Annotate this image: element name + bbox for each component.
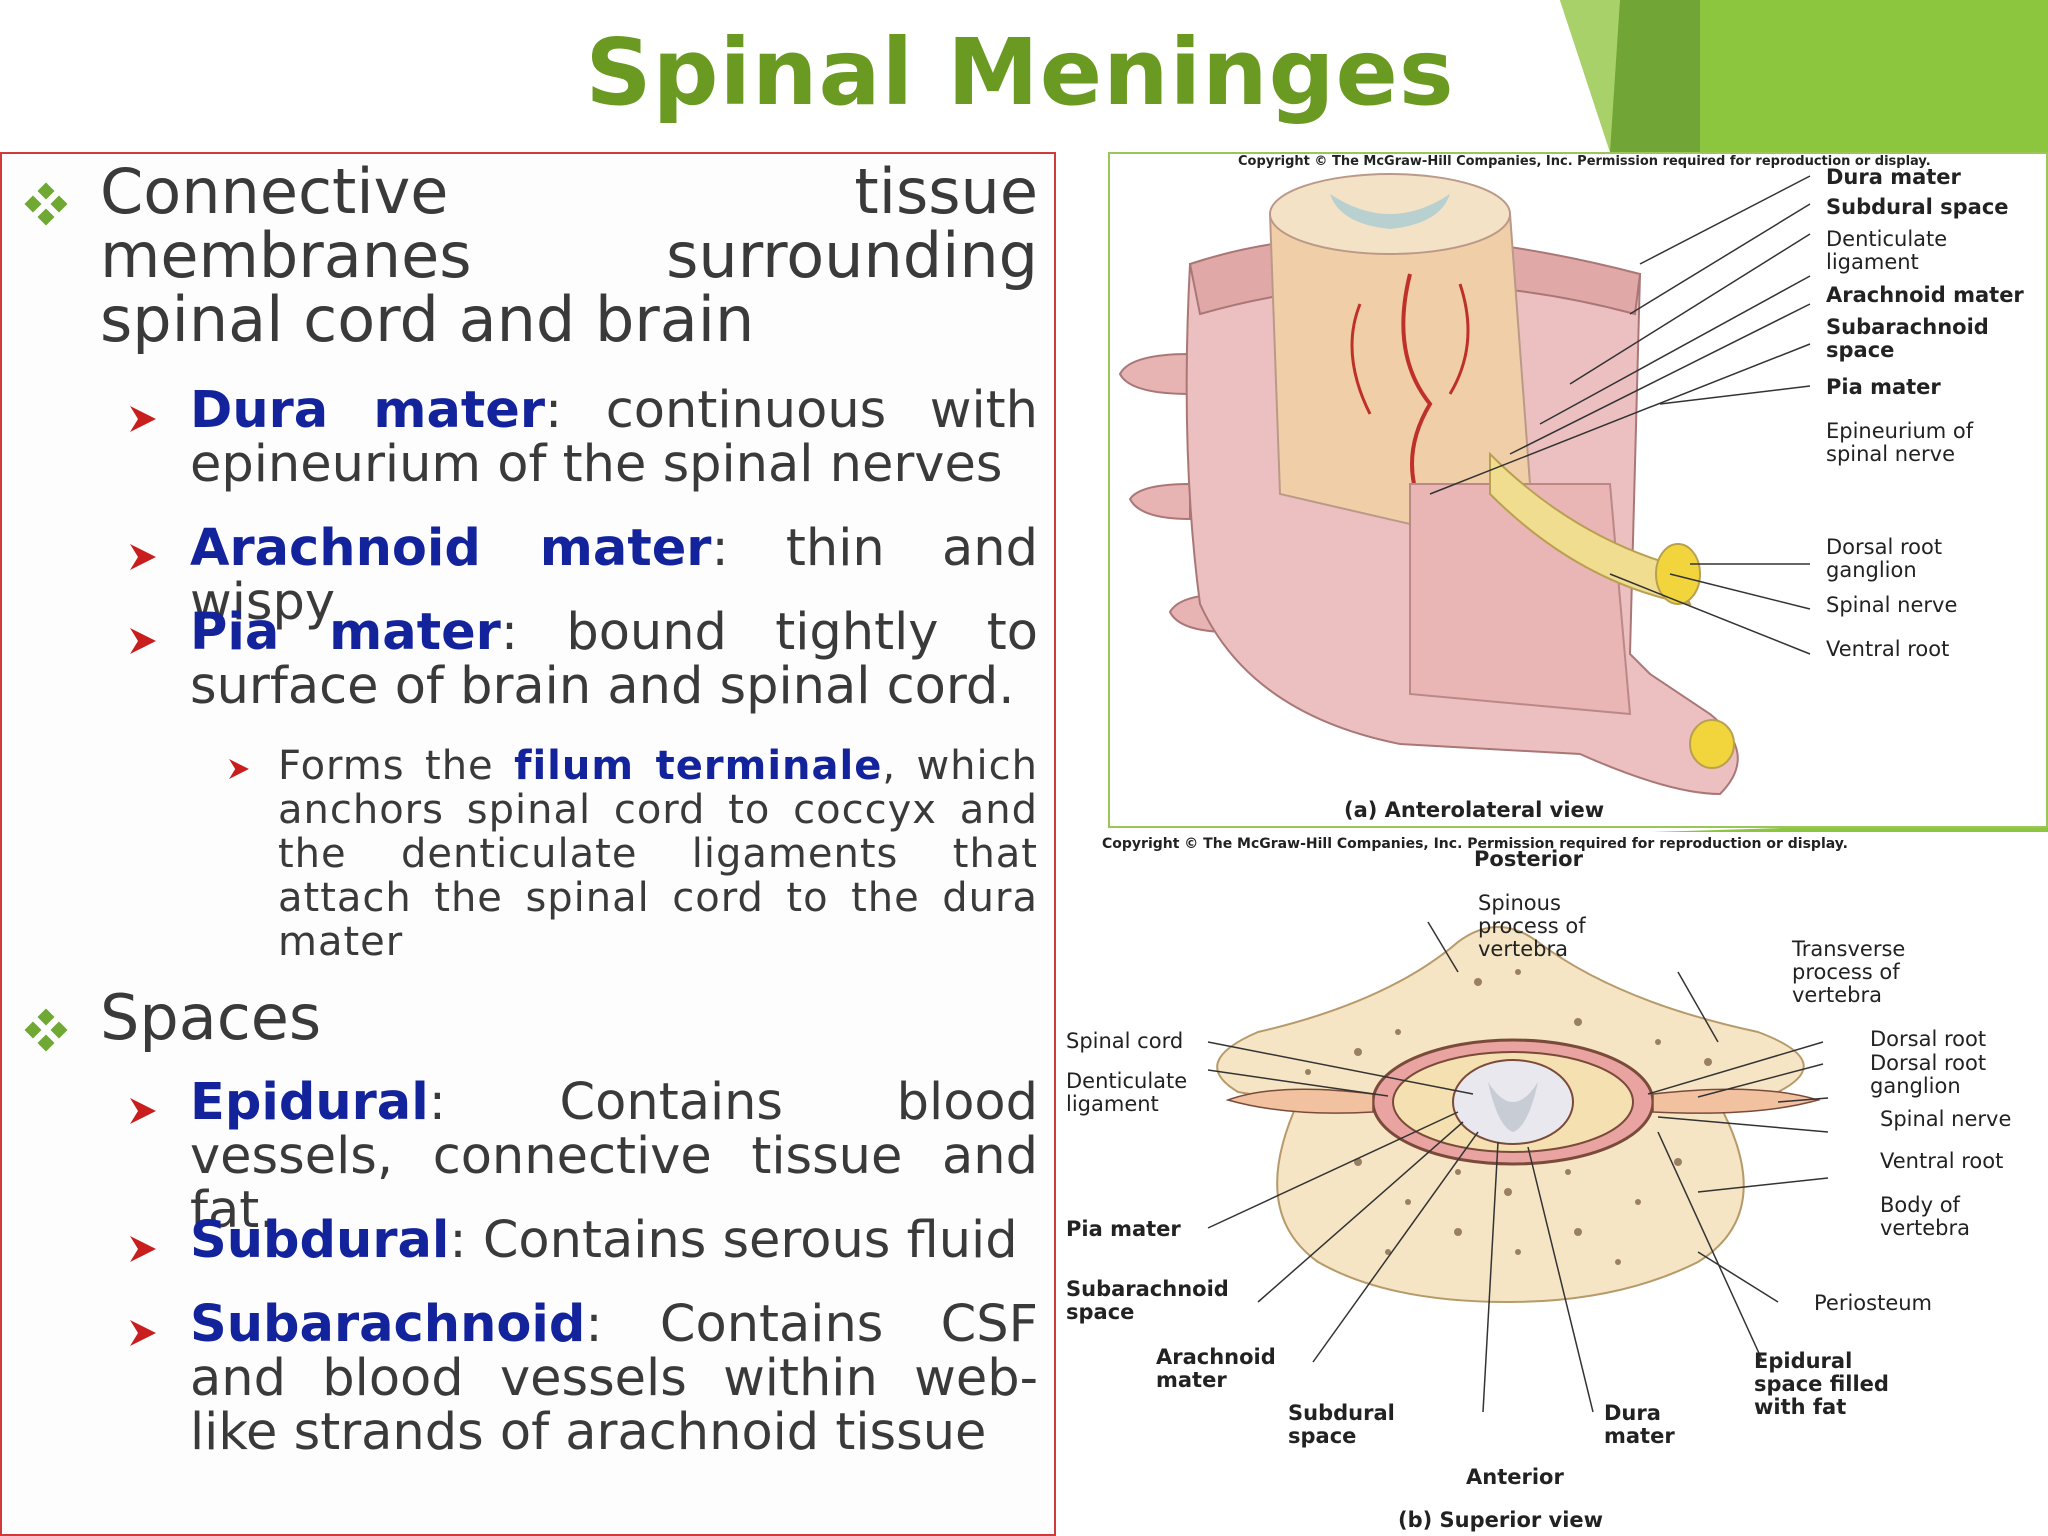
diamond-bullet-icon — [24, 182, 68, 226]
label-subdural-space: Subdural space — [1826, 195, 2009, 219]
label-spinal-nerve: Spinal nerve — [1826, 593, 1958, 617]
arrow-bullet-icon — [130, 1320, 156, 1346]
arrow-bullet-icon — [229, 759, 249, 779]
term-epidural: Epidural — [190, 1073, 429, 1132]
arrow-bullet-icon — [130, 544, 156, 570]
figure-superior-view: Copyright © The McGraw-Hill Companies, I… — [1058, 832, 2048, 1536]
label-dura-mater: Dura mater — [1826, 165, 1961, 189]
label-pia-mater-b: Pia mater — [1066, 1217, 1181, 1241]
arachnoid-description: : thin and wispy — [190, 519, 1038, 632]
label-denticulate-ligament-b: Denticulate ligament — [1066, 1069, 1188, 1116]
label-ventral-root: Ventral root — [1826, 637, 1950, 661]
bullet-spaces: Spaces — [100, 981, 322, 1054]
arrow-bullet-icon — [130, 1236, 156, 1262]
label-ventral-root-b: Ventral root — [1880, 1149, 2004, 1173]
slide-title: Spinal Meninges — [585, 19, 1455, 126]
text-panel: Connective tissue membranes surrounding … — [0, 152, 1056, 1536]
label-periosteum: Periosteum — [1814, 1291, 1933, 1315]
bullet-dura-mater: Dura mater: continuous with epineurium o… — [190, 384, 1038, 492]
label-transverse-process: Transverse process of vertebra — [1792, 937, 1906, 1007]
term-arachnoid-mater: Arachnoid mater — [190, 519, 712, 578]
arrow-bullet-icon — [130, 1098, 156, 1124]
bullet-connective-tissue: Connective tissue membranes surrounding … — [100, 155, 1038, 356]
subarachnoid-description: : Contains CSF and blood vessels within … — [190, 1295, 1038, 1462]
term-filum-terminale: filum terminale — [514, 743, 883, 789]
filum-prefix: Forms the — [278, 743, 515, 789]
spinal-cord-3d-illustration — [1118, 173, 1811, 796]
label-arachnoid-mater-b: Arachnoid mater — [1156, 1345, 1276, 1392]
label-arachnoid-mater: Arachnoid mater — [1826, 283, 2024, 307]
label-posterior: Posterior — [1474, 847, 1583, 871]
term-dura-mater: Dura mater — [190, 381, 545, 440]
dura-description: : continuous with epineurium of the spin… — [190, 381, 1038, 494]
label-spinal-nerve-b: Spinal nerve — [1880, 1107, 2012, 1131]
bullet-arachnoid-mater: Arachnoid mater: thin and wispy — [190, 522, 1038, 630]
bullet-epidural: Epidural: Contains blood vessels, connec… — [190, 1076, 1038, 1238]
label-anterior: Anterior — [1466, 1465, 1564, 1489]
bullet-filum-terminale: Forms the filum terminale, which anchors… — [278, 744, 1038, 964]
label-subarachnoid-space: Subarachnoid space — [1826, 315, 1989, 362]
label-epidural-space: Epidural space filled with fat — [1754, 1349, 1889, 1419]
bullet-pia-mater: Pia mater: bound tightly to surface of b… — [190, 606, 1038, 714]
vertebra-cross-section-illustration — [1207, 921, 1829, 1413]
label-dorsal-root-ganglion-b: Dorsal root ganglion — [1870, 1051, 1987, 1098]
label-subarachnoid-space-b: Subarachnoid space — [1066, 1277, 1229, 1324]
figure-a-copyright: Copyright © The McGraw-Hill Companies, I… — [1238, 154, 1931, 169]
arrow-bullet-icon — [130, 406, 156, 432]
term-pia-mater: Pia mater — [190, 603, 501, 662]
filum-description: , which anchors spinal cord to coccyx an… — [278, 743, 1038, 965]
label-dorsal-root-ganglion: Dorsal root ganglion — [1826, 535, 1943, 582]
term-subarachnoid: Subarachnoid — [190, 1295, 586, 1354]
term-subdural: Subdural — [190, 1211, 450, 1270]
label-pia-mater: Pia mater — [1826, 375, 1941, 399]
label-spinal-cord: Spinal cord — [1066, 1029, 1184, 1053]
figure-a-caption: (a) Anterolateral view — [1344, 798, 1605, 822]
pia-description: : bound tightly to surface of brain and … — [190, 603, 1038, 716]
label-epineurium: Epineurium of spinal nerve — [1826, 419, 1974, 466]
bullet-subarachnoid: Subarachnoid: Contains CSF and blood ves… — [190, 1298, 1038, 1460]
label-body-of-vertebra: Body of vertebra — [1880, 1193, 1970, 1240]
label-spinous-process: Spinous process of vertebra — [1478, 891, 1586, 961]
arrow-bullet-icon — [130, 628, 156, 654]
diamond-bullet-icon — [24, 1008, 68, 1052]
label-denticulate-ligament: Denticulate ligament — [1826, 227, 1948, 274]
subdural-description: : Contains serous fluid — [449, 1211, 1018, 1270]
label-subdural-space-b: Subdural space — [1288, 1401, 1395, 1448]
figure-b-caption: (b) Superior view — [1398, 1508, 1604, 1532]
epidural-description: : Contains blood vessels, connective tis… — [190, 1073, 1038, 1240]
bullet-subdural: Subdural: Contains serous fluid — [190, 1214, 1038, 1268]
label-dorsal-root: Dorsal root — [1870, 1027, 1987, 1051]
figure-anterolateral-view: Copyright © The McGraw-Hill Companies, I… — [1108, 152, 2048, 828]
figure-b-copyright: Copyright © The McGraw-Hill Companies, I… — [1102, 836, 1848, 852]
label-dura-mater-b: Dura mater — [1604, 1401, 1675, 1448]
